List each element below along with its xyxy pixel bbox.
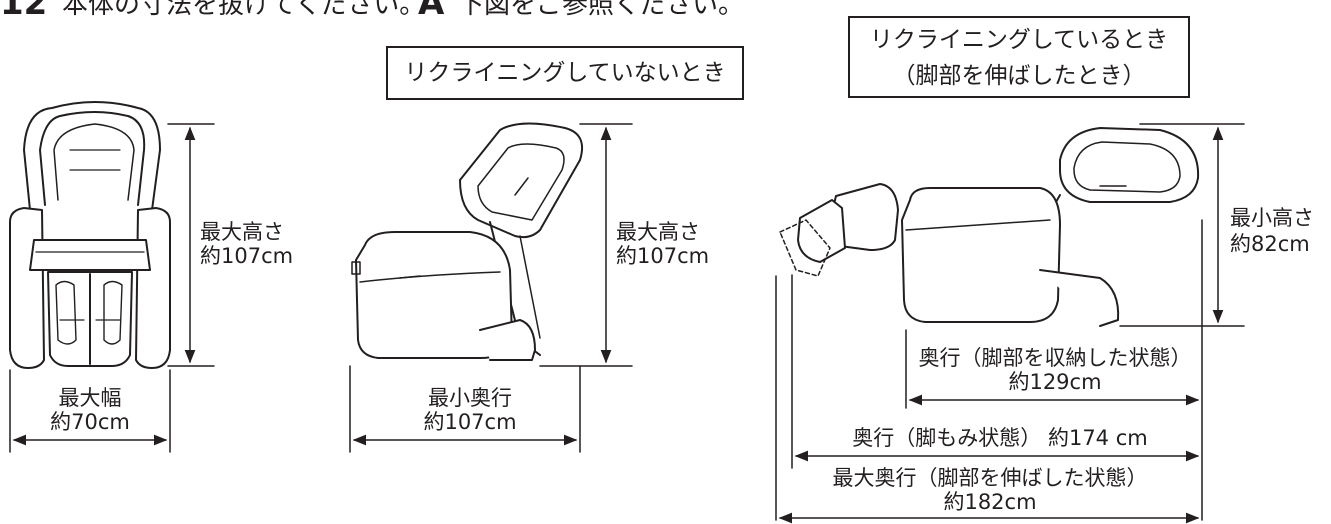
reclined-caption-line2: （脚部を伸ばしたとき）: [892, 63, 1146, 89]
front-width-value: 約70cm: [50, 410, 130, 434]
step-number: 12: [0, 0, 48, 23]
reclined-depth-stowed-label: 奥行（脚部を収納した状態）: [918, 346, 1192, 370]
reclined-depth-max-label: 最大奥行（脚部を伸ばした状態）: [832, 466, 1148, 490]
reclined-chair: [779, 127, 1200, 327]
answer-text: 下図をご参照ください。: [458, 0, 745, 20]
side-view-chair: [351, 122, 584, 361]
reclined-depth-legmassage-label: 奥行（脚もみ状態） 約174 cm: [852, 426, 1148, 450]
front-height-value: 約107cm: [200, 244, 294, 268]
front-width-label: 最大幅: [58, 386, 122, 410]
answer-mark: A: [418, 0, 445, 23]
reclined-height-label: 最小高さ: [1230, 206, 1314, 230]
side-height-value: 約107cm: [616, 244, 710, 268]
step-instruction: 本体の寸法を抜けてください。: [62, 0, 426, 20]
reclined-caption-line1: リクライニングしているとき: [869, 27, 1169, 53]
reclined-height-value: 約82cm: [1230, 232, 1310, 256]
front-height-label: 最大高さ: [200, 220, 284, 244]
side-height-label: 最大高さ: [616, 220, 700, 244]
not-reclined-caption: リクライニングしていないとき: [386, 46, 744, 100]
reclined-caption: リクライニングしているとき （脚部を伸ばしたとき）: [848, 16, 1190, 98]
reclined-depth-stowed-value: 約129cm: [1008, 370, 1102, 394]
side-depth-value: 約107cm: [423, 410, 517, 434]
side-depth-label: 最小奥行: [428, 386, 512, 410]
reclined-depth-max-value: 約182cm: [943, 490, 1037, 514]
front-view-chair: [9, 101, 171, 369]
